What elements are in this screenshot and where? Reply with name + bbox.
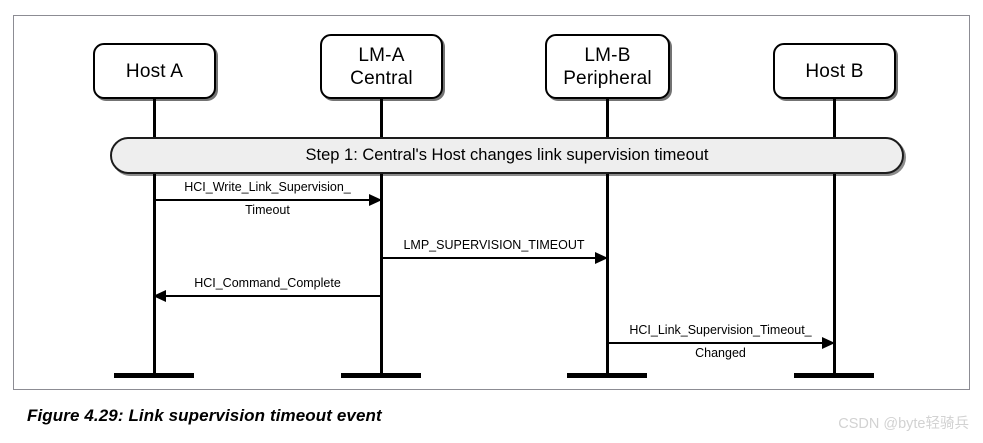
step-banner: Step 1: Central's Host changes link supe… <box>110 137 904 174</box>
lifeline-foot-lm-b-peripheral <box>567 373 647 378</box>
participant-label-line1: Host B <box>805 60 864 82</box>
figure-caption: Figure 4.29: Link supervision timeout ev… <box>27 406 382 425</box>
lifeline-host-b <box>833 99 836 376</box>
arrowhead-right-icon <box>369 193 382 206</box>
figure-frame: Host A LM-A Central LM-B Peripheral Host… <box>13 15 970 390</box>
lifeline-foot-lm-a-central <box>341 373 421 378</box>
message-label-above: HCI_Link_Supervision_Timeout_ <box>629 323 812 337</box>
participant-label-line2: Central <box>350 67 413 89</box>
participant-box-host-b: Host B <box>773 43 896 99</box>
participant-box-lm-a-central: LM-A Central <box>320 34 443 99</box>
message-line <box>154 295 381 297</box>
arrowhead-left-icon <box>153 289 166 302</box>
participant-label-line1: LM-A <box>358 44 405 66</box>
participant-label-line2: Peripheral <box>563 67 652 89</box>
message-line <box>154 199 381 201</box>
lifeline-lm-a-central <box>380 99 383 376</box>
arrowhead-right-icon <box>595 251 608 264</box>
lifeline-foot-host-b <box>794 373 874 378</box>
participant-label-line1: Host A <box>125 60 184 82</box>
message-line <box>607 342 834 344</box>
participant-box-host-a: Host A <box>93 43 216 99</box>
message-label-above: LMP_SUPERVISION_TIMEOUT <box>403 238 585 252</box>
step-banner-label: Step 1: Central's Host changes link supe… <box>305 146 709 164</box>
watermark: CSDN @byte轻骑兵 <box>838 416 969 432</box>
lifeline-lm-b-peripheral <box>606 99 609 376</box>
message-label-below: Timeout <box>245 203 290 217</box>
arrowhead-right-icon <box>822 336 835 349</box>
lifeline-host-a <box>153 99 156 376</box>
message-line <box>381 257 607 259</box>
participant-box-lm-b-peripheral: LM-B Peripheral <box>545 34 670 99</box>
message-label-above: HCI_Write_Link_Supervision_ <box>184 180 351 194</box>
message-label-above: HCI_Command_Complete <box>194 276 341 290</box>
lifeline-foot-host-a <box>114 373 194 378</box>
message-label-below: Changed <box>695 346 746 360</box>
participant-label-line1: LM-B <box>584 44 631 66</box>
